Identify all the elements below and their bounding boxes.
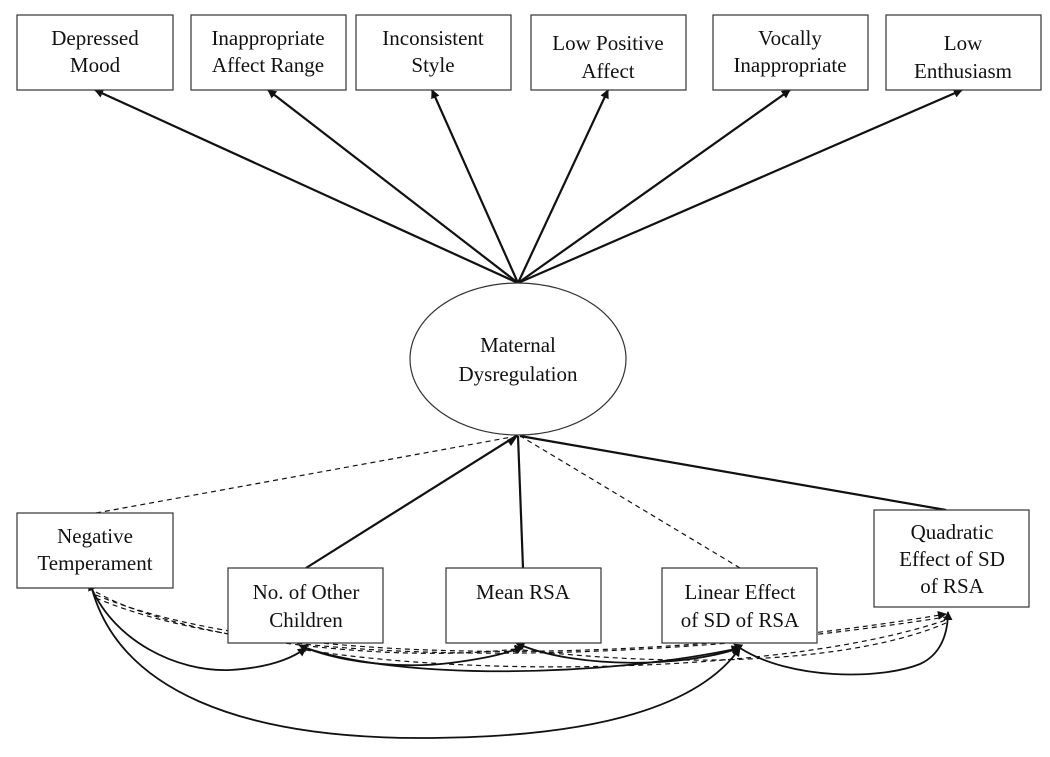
- regression-arrowhead: [507, 434, 519, 446]
- indicator-box-depressed-mood: Depressed Mood: [16, 14, 174, 91]
- covariance-curves: [88, 581, 953, 739]
- indicator-label-line: Inappropriate: [211, 26, 324, 50]
- predictor-box-negative-temperament: Negative Temperament: [16, 512, 174, 589]
- path-no-of-other-children: [305, 435, 517, 569]
- indicator-label-line: Affect Range: [212, 53, 324, 77]
- loading-arrow-depressed-mood: [94, 88, 519, 285]
- indicator-label-line: Inconsistent: [382, 26, 484, 50]
- indicator-label-line: Affect: [581, 59, 634, 83]
- predictor-box-quadratic-effect-sd-rsa: Quadratic Effect of SD of RSA: [873, 509, 1030, 608]
- predictor-box-mean-rsa: Mean RSA: [445, 567, 602, 644]
- indicator-label-line: Low: [944, 31, 983, 55]
- loading-arrow-inappropriate-affect-range: [267, 89, 519, 284]
- predictor-label-line: No. of Other: [253, 580, 360, 604]
- predictor-label-line: of SD of RSA: [681, 608, 800, 632]
- predictor-label-line: Children: [269, 608, 343, 632]
- covariance-nochildren-linear: [305, 645, 741, 673]
- path-linear-effect-sd-rsa: [521, 436, 741, 569]
- indicator-box-inappropriate-affect-range: Inappropriate Affect Range: [190, 14, 347, 91]
- indicator-label-line: Mood: [70, 53, 121, 77]
- latent-label-line: Maternal: [480, 333, 556, 357]
- predictor-label-line: Quadratic: [911, 520, 994, 544]
- path-mean-rsa: [516, 435, 525, 569]
- predictor-label-line: of RSA: [920, 574, 984, 598]
- predictor-label-line: Linear Effect: [685, 580, 796, 604]
- path-quadratic-effect-sd-rsa: [519, 434, 947, 512]
- indicator-box-vocally-inappropriate: Vocally Inappropriate: [712, 14, 869, 91]
- latent-maternal-dysregulation: Maternal Dysregulation: [409, 282, 627, 436]
- predictor-label-line: Effect of SD: [899, 547, 1005, 571]
- predictor-label-line: Mean RSA: [476, 580, 571, 604]
- loading-arrow-low-positive-affect: [517, 89, 609, 284]
- predictor-box-no-of-other-children: No. of Other Children: [227, 567, 384, 644]
- path-negative-temperament: [95, 436, 513, 514]
- covariance-meanrsa-linear: [515, 642, 741, 664]
- covariance-nochildren-quadratic: [305, 619, 947, 668]
- indicator-box-inconsistent-style: Inconsistent Style: [355, 14, 512, 91]
- covariance-negtemp-linear: [91, 588, 741, 739]
- predictor-label-line: Negative: [57, 524, 133, 548]
- indicator-label-line: Depressed: [51, 26, 139, 50]
- indicator-label-line: Enthusiasm: [914, 59, 1012, 83]
- covariance-negtemp-quadratic-a: [95, 594, 947, 652]
- indicator-label-line: Style: [411, 53, 454, 77]
- predictor-label-line: Temperament: [37, 551, 152, 575]
- loading-arrow-vocally-inappropriate: [517, 89, 791, 284]
- loading-arrows: [94, 88, 963, 285]
- indicator-box-low-enthusiasm: Low Enthusiasm: [885, 14, 1042, 91]
- indicator-box-low-positive-affect: Low Positive Affect: [530, 14, 687, 91]
- loading-arrow-low-enthusiasm: [517, 88, 963, 285]
- covariance-negtemp-nochildren: [88, 581, 307, 671]
- latent-label-line: Dysregulation: [459, 362, 578, 386]
- covariance-linear-quadratic: [733, 611, 953, 676]
- predictor-box-linear-effect-sd-rsa: Linear Effect of SD of RSA: [661, 567, 818, 644]
- regression-paths: [95, 434, 947, 569]
- indicator-label-line: Vocally: [758, 26, 822, 50]
- covariance-meanrsa-quadratic: [522, 622, 947, 661]
- indicator-label-line: Low Positive: [552, 31, 663, 55]
- indicator-label-line: Inappropriate: [733, 53, 846, 77]
- loading-arrow-inconsistent-style: [430, 89, 520, 284]
